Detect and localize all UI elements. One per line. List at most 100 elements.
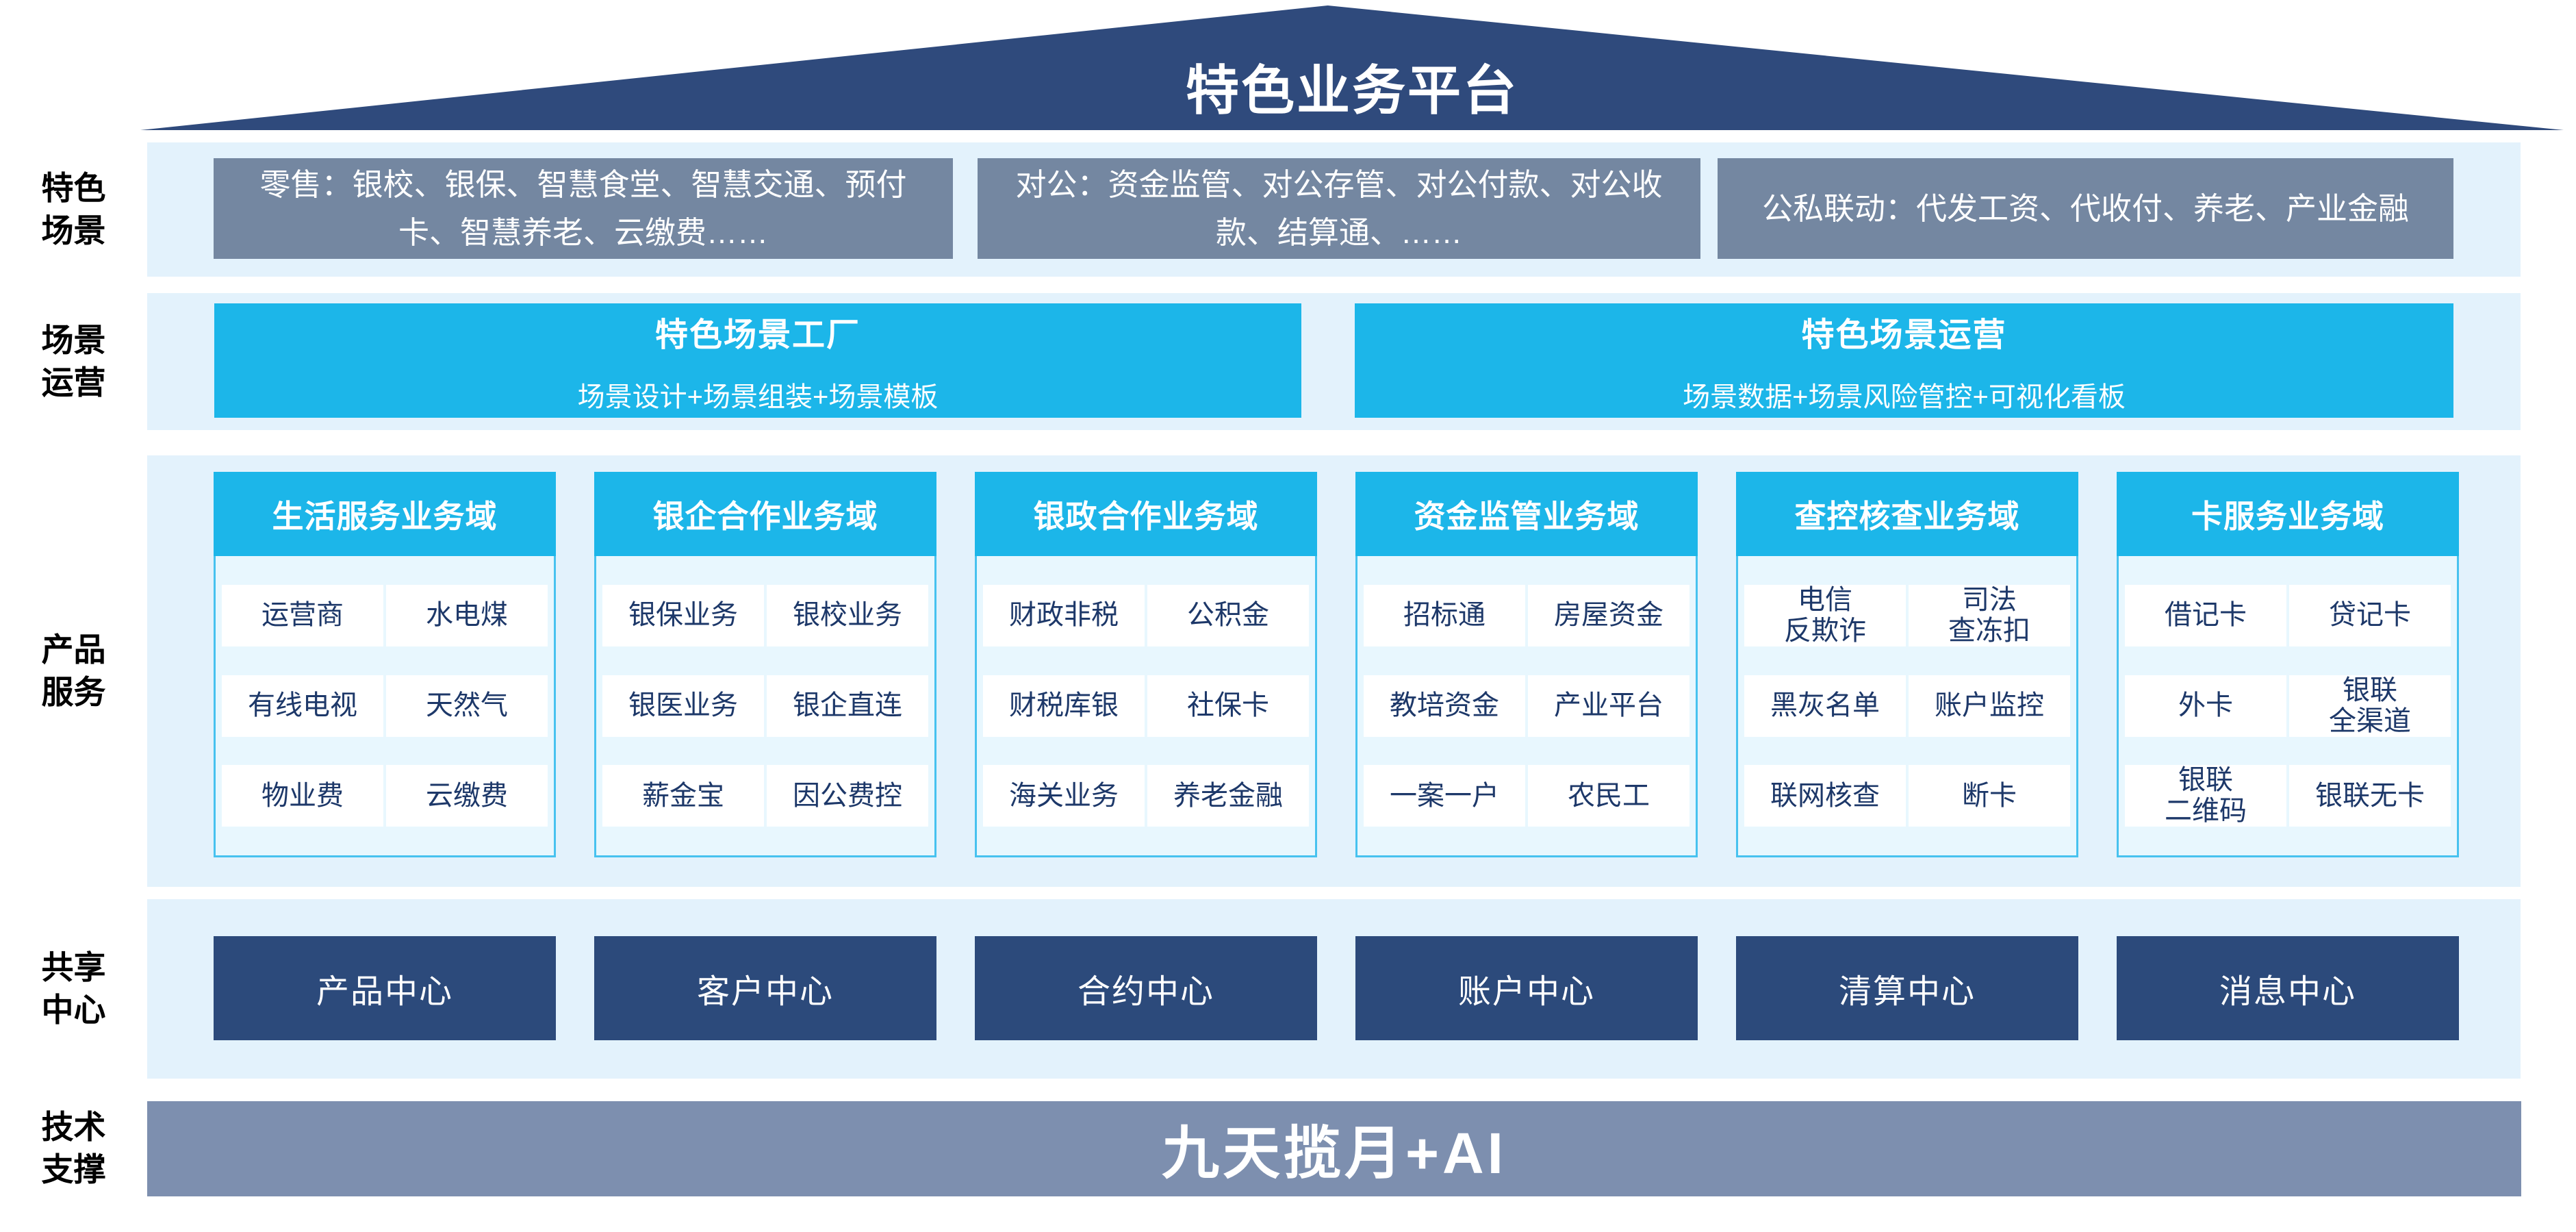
product-cell: 云缴费 (386, 765, 548, 827)
product-cell: 物业费 (222, 765, 383, 827)
product-cell: 银企直连 (767, 675, 928, 737)
product-cell: 断卡 (1909, 765, 2070, 827)
product-cell: 银联无卡 (2289, 765, 2451, 827)
product-cell: 财政非税 (983, 584, 1145, 646)
product-column-header: 卡服务业务域 (2117, 472, 2459, 556)
product-cell: 有线电视 (222, 675, 383, 737)
product-cell-row: 财政非税 公积金 (983, 584, 1309, 646)
product-cell-row: 财税库银 社保卡 (983, 675, 1309, 737)
product-column-header: 查控核查业务域 (1736, 472, 2078, 556)
product-column-header: 银政合作业务域 (975, 472, 1317, 556)
product-cell: 账户监控 (1909, 675, 2070, 737)
product-cell: 公积金 (1147, 584, 1309, 646)
product-column-fund-supervision: 资金监管业务域 招标通 房屋资金 教培资金 产业平台 一案一户 农民工 (1355, 472, 1698, 857)
product-cell-row: 教培资金 产业平台 (1364, 675, 1689, 737)
product-cell-row: 海关业务 养老金融 (983, 765, 1309, 827)
product-cell: 银联 全渠道 (2289, 675, 2451, 737)
product-cell: 借记卡 (2125, 584, 2286, 646)
side-label-tech: 技术 支撑 (41, 1108, 106, 1187)
side-label-operations: 场景 运营 (41, 321, 106, 401)
scenario-box-retail: 零售：银校、银保、智慧食堂、智慧交通、预付卡、智慧养老、云缴费…… (214, 158, 953, 259)
product-cell-row: 运营商 水电煤 (222, 584, 548, 646)
operation-box-title: 特色场景工厂 (654, 316, 860, 353)
product-column-header: 生活服务业务域 (214, 472, 556, 556)
product-column-body: 财政非税 公积金 财税库银 社保卡 海关业务 养老金融 (975, 556, 1317, 857)
product-cell: 电信 反欺诈 (1744, 584, 1906, 646)
product-cell: 联网核查 (1744, 765, 1906, 827)
scenario-box-linkage: 公私联动：代发工资、代收付、养老、产业金融 (1718, 158, 2453, 259)
product-cell: 银校业务 (767, 584, 928, 646)
product-cell-row: 外卡 银联 全渠道 (2125, 675, 2451, 737)
shared-center-customer: 客户中心 (594, 936, 936, 1040)
operation-box-subtitle: 场景数据+场景风险管控+可视化看板 (1683, 381, 2126, 412)
product-cell: 养老金融 (1147, 765, 1309, 827)
shared-center-account: 账户中心 (1355, 936, 1698, 1040)
product-column-body: 运营商 水电煤 有线电视 天然气 物业费 云缴费 (214, 556, 556, 857)
scenario-band: 零售：银校、银保、智慧食堂、智慧交通、预付卡、智慧养老、云缴费…… 对公：资金监… (147, 142, 2521, 277)
product-cell: 产业平台 (1528, 675, 1689, 737)
product-column-card-services: 卡服务业务域 借记卡 贷记卡 外卡 银联 全渠道 银联 二维码 银联无卡 (2117, 472, 2459, 857)
product-column-inquiry-control: 查控核查业务域 电信 反欺诈 司法 查冻扣 黑灰名单 账户监控 联网核查 断卡 (1736, 472, 2078, 857)
side-label-scenarios: 特色 场景 (41, 169, 106, 249)
product-cell: 招标通 (1364, 584, 1525, 646)
scenario-box-corporate: 对公：资金监管、对公存管、对公付款、对公收款、结算通、…… (978, 158, 1700, 259)
shared-center-product: 产品中心 (214, 936, 556, 1040)
tech-support-bar: 九天揽月+AI (147, 1101, 2521, 1196)
side-label-shared: 共享 中心 (41, 948, 106, 1028)
product-cell-row: 联网核查 断卡 (1744, 765, 2070, 827)
product-cell: 教培资金 (1364, 675, 1525, 737)
product-cell-row: 有线电视 天然气 (222, 675, 548, 737)
product-column-life-services: 生活服务业务域 运营商 水电煤 有线电视 天然气 物业费 云缴费 (214, 472, 556, 857)
product-cell: 一案一户 (1364, 765, 1525, 827)
product-cell: 社保卡 (1147, 675, 1309, 737)
product-cell: 财税库银 (983, 675, 1145, 737)
product-column-header: 银企合作业务域 (594, 472, 936, 556)
product-cell-row: 物业费 云缴费 (222, 765, 548, 827)
product-band: 生活服务业务域 运营商 水电煤 有线电视 天然气 物业费 云缴费 银企合作业务域 (147, 455, 2521, 887)
product-cell: 房屋资金 (1528, 584, 1689, 646)
operation-box-operation: 特色场景运营 场景数据+场景风险管控+可视化看板 (1355, 303, 2453, 418)
product-cell: 薪金宝 (602, 765, 764, 827)
product-column-bank-government: 银政合作业务域 财政非税 公积金 财税库银 社保卡 海关业务 养老金融 (975, 472, 1317, 857)
operation-box-factory: 特色场景工厂 场景设计+场景组装+场景模板 (214, 303, 1301, 418)
product-cell-row: 银联 二维码 银联无卡 (2125, 765, 2451, 827)
shared-center-band: 产品中心 客户中心 合约中心 账户中心 清算中心 消息中心 (147, 899, 2521, 1079)
shared-center-message: 消息中心 (2117, 936, 2459, 1040)
product-column-body: 借记卡 贷记卡 外卡 银联 全渠道 银联 二维码 银联无卡 (2117, 556, 2459, 857)
side-label-products: 产品 服务 (41, 631, 106, 710)
product-cell: 银保业务 (602, 584, 764, 646)
product-cell: 天然气 (386, 675, 548, 737)
product-cell-row: 银医业务 银企直连 (602, 675, 928, 737)
platform-title: 特色业务平台 (1185, 60, 1518, 121)
product-cell: 农民工 (1528, 765, 1689, 827)
product-cell-row: 黑灰名单 账户监控 (1744, 675, 2070, 737)
product-cell-row: 一案一户 农民工 (1364, 765, 1689, 827)
product-cell: 银医业务 (602, 675, 764, 737)
product-column-body: 银保业务 银校业务 银医业务 银企直连 薪金宝 因公费控 (594, 556, 936, 857)
shared-center-contract: 合约中心 (975, 936, 1317, 1040)
platform-roof: 特色业务平台 (140, 5, 2564, 130)
product-column-body: 电信 反欺诈 司法 查冻扣 黑灰名单 账户监控 联网核查 断卡 (1736, 556, 2078, 857)
operation-band: 特色场景工厂 场景设计+场景组装+场景模板 特色场景运营 场景数据+场景风险管控… (147, 293, 2521, 430)
product-cell: 黑灰名单 (1744, 675, 1906, 737)
product-cell: 因公费控 (767, 765, 928, 827)
product-cell-row: 银保业务 银校业务 (602, 584, 928, 646)
product-cell-row: 招标通 房屋资金 (1364, 584, 1689, 646)
product-cell: 运营商 (222, 584, 383, 646)
product-cell: 司法 查冻扣 (1909, 584, 2070, 646)
shared-center-clearing: 清算中心 (1736, 936, 2078, 1040)
operation-box-title: 特色场景运营 (1801, 316, 2007, 353)
product-cell: 海关业务 (983, 765, 1145, 827)
product-cell: 外卡 (2125, 675, 2286, 737)
product-cell: 贷记卡 (2289, 584, 2451, 646)
product-cell: 水电煤 (386, 584, 548, 646)
tech-support-label: 九天揽月+AI (1161, 1121, 1507, 1185)
product-column-body: 招标通 房屋资金 教培资金 产业平台 一案一户 农民工 (1355, 556, 1698, 857)
product-cell-row: 薪金宝 因公费控 (602, 765, 928, 827)
product-cell-row: 电信 反欺诈 司法 查冻扣 (1744, 584, 2070, 646)
operation-box-subtitle: 场景设计+场景组装+场景模板 (577, 381, 939, 412)
product-column-bank-enterprise: 银企合作业务域 银保业务 银校业务 银医业务 银企直连 薪金宝 因公费控 (594, 472, 936, 857)
product-cell: 银联 二维码 (2125, 765, 2286, 827)
product-column-header: 资金监管业务域 (1355, 472, 1698, 556)
